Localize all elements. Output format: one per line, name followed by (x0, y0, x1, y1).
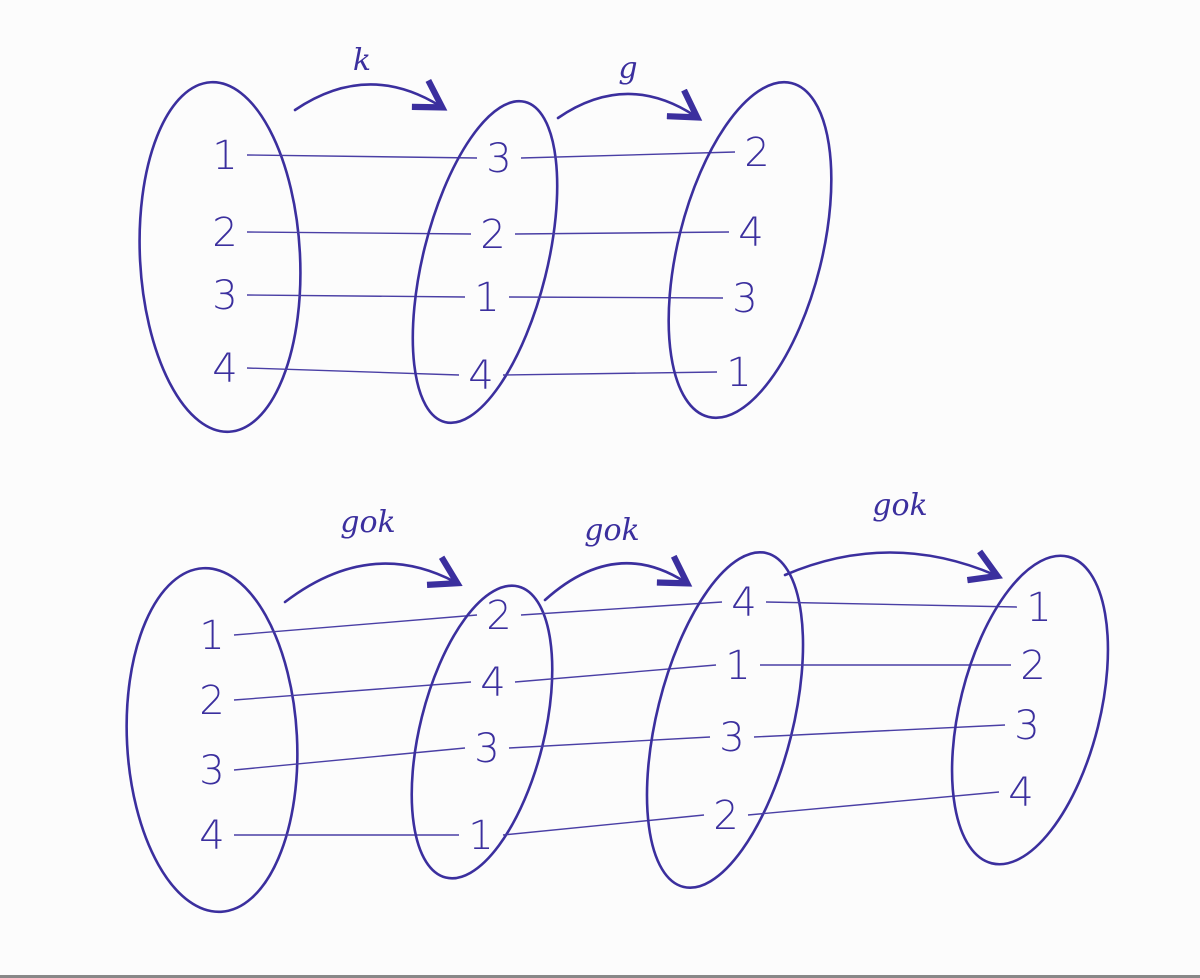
bottom-set-1-ellipse (125, 566, 299, 914)
top-arrow-label: g (618, 51, 637, 86)
top-set-3-element: 2 (744, 130, 769, 176)
bottom-border (0, 975, 1200, 978)
bottom-mapping-line (765, 601, 1018, 608)
bottom-set-2-ellipse (410, 584, 554, 880)
bottom-set-2-element: 2 (486, 593, 511, 639)
top-mapping-line (508, 296, 724, 299)
bottom-mapping-line (520, 601, 723, 616)
bottom-mapping-line (233, 747, 466, 771)
bottom-arrow-label: gok (584, 513, 639, 548)
bottom-set-1-element: 1 (199, 613, 224, 659)
bottom-set-3-element: 3 (719, 715, 744, 761)
top-set-2-element: 1 (474, 275, 499, 321)
top-mapping-line (246, 367, 460, 376)
bottom-set-1-element: 2 (199, 678, 224, 724)
bottom-arrow-label: gok (340, 505, 395, 540)
top-set-1-element: 2 (212, 210, 237, 256)
bottom-set-4-element: 3 (1014, 703, 1039, 749)
top-set-2-element: 3 (486, 136, 511, 182)
top-set-1-element: 3 (212, 273, 237, 319)
bottom-set-1-element: 4 (199, 813, 224, 859)
top-mapping-line (246, 154, 478, 159)
bottom-mapping-line (514, 664, 717, 683)
top-set-2-element: 2 (480, 212, 505, 258)
top-set-2-ellipse (411, 99, 559, 425)
top-mapping-line (520, 151, 736, 159)
bottom-arrow-gok (283, 564, 455, 604)
bottom-set-4-element: 4 (1008, 770, 1033, 816)
bottom-mapping-line (233, 681, 472, 701)
bottom-set-4-element: 1 (1026, 585, 1051, 631)
top-arrow-k (293, 84, 440, 112)
top-set-1-ellipse (138, 80, 302, 434)
top-mapping-line (502, 371, 718, 376)
top-set-1-element: 4 (212, 346, 237, 392)
bottom-set-4-ellipse (950, 554, 1110, 866)
bottom-set-3-element: 4 (731, 580, 756, 626)
top-set-2-element: 4 (468, 353, 493, 399)
bottom-set-3-ellipse (645, 551, 805, 889)
top-set-3-element: 1 (726, 350, 751, 396)
bottom-set-3-element: 1 (725, 643, 750, 689)
bottom-set-2-element: 1 (468, 813, 493, 859)
bottom-arrow-label: gok (872, 488, 927, 523)
bottom-mapping-line (502, 814, 705, 836)
top-set-3-ellipse (667, 80, 833, 420)
top-mapping-line (246, 294, 466, 298)
top-set-3-element: 4 (738, 210, 763, 256)
bottom-mapping-line (747, 791, 1000, 816)
bottom-set-2-element: 4 (480, 660, 505, 706)
top-arrow-g (556, 94, 695, 118)
top-set-3-element: 3 (732, 276, 757, 322)
bottom-mapping-line (753, 724, 1006, 738)
top-mapping-line (246, 231, 472, 235)
bottom-set-2-element: 3 (474, 726, 499, 772)
bottom-arrow-gok (783, 553, 995, 576)
bottom-set-4-element: 2 (1020, 643, 1045, 689)
bottom-mapping-line (508, 736, 711, 749)
bottom-set-3-element: 2 (713, 793, 738, 839)
top-mapping-line (514, 231, 730, 235)
bottom-arrow-gok (543, 563, 685, 602)
bottom-mapping-line (233, 614, 478, 636)
top-arrow-label: k (353, 43, 371, 78)
bottom-set-1-element: 3 (199, 748, 224, 794)
top-set-1-element: 1 (212, 133, 237, 179)
